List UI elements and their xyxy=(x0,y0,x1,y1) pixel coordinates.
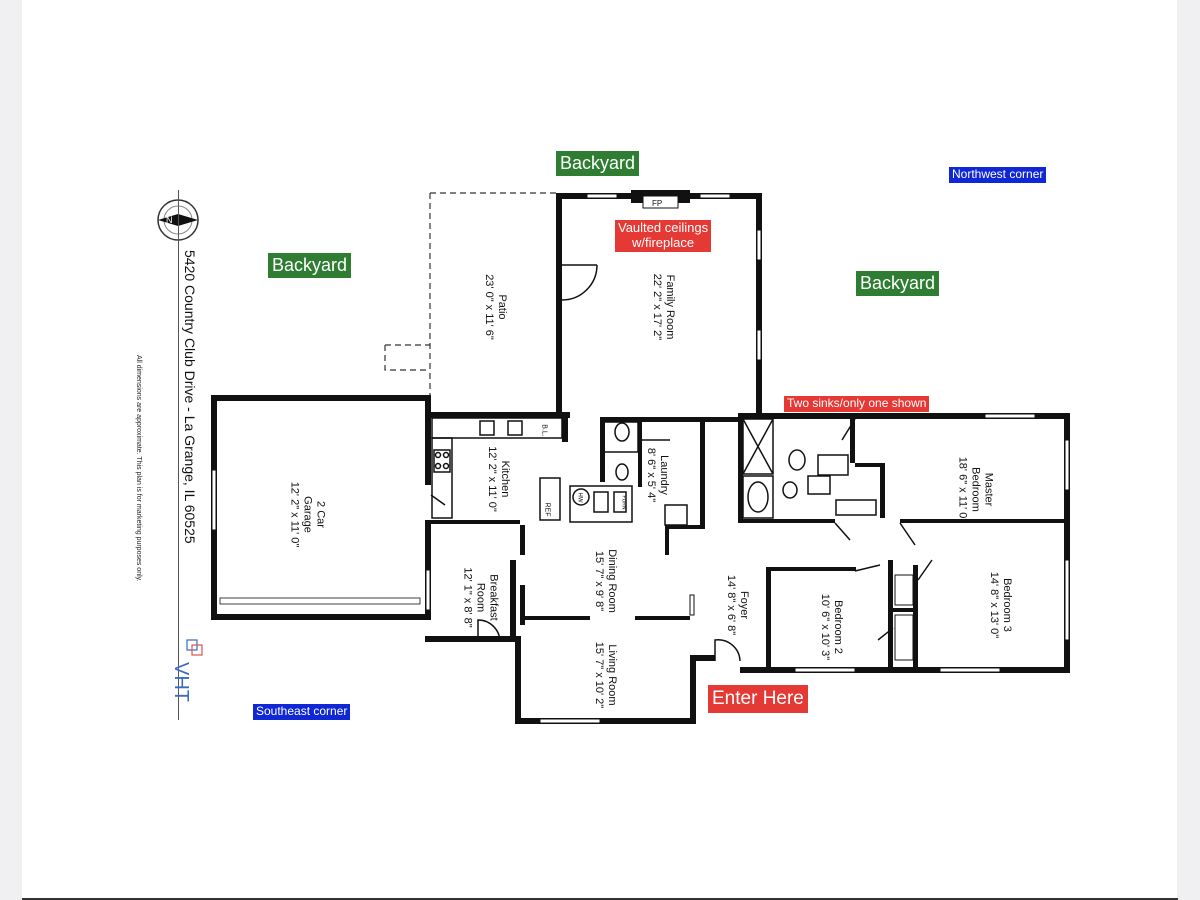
room-bedroom3: Bedroom 3 14' 8" x 13' 0" xyxy=(987,555,1013,655)
room-laundry: Laundry 8' 6" x 5' 4" xyxy=(644,440,670,510)
vht-logo-text: VHT xyxy=(170,662,192,702)
svg-text:N: N xyxy=(166,215,173,225)
family-room-walls xyxy=(556,190,762,418)
room-garage-name: 2 Car Garage xyxy=(301,496,327,533)
backyard-left-tag: Backyard xyxy=(268,253,352,278)
room-bedroom3-name: Bedroom 3 xyxy=(1001,578,1013,632)
room-kitchen-dims: 12' 2" x 11' 0" xyxy=(486,446,498,512)
vaulted-ceilings-tag: Vaulted ceilings w/fireplace xyxy=(615,220,712,252)
room-garage: 2 Car Garage 12' 2" x 11' 0" xyxy=(288,470,327,560)
vht-logo-icon xyxy=(186,639,203,656)
patio-outline xyxy=(384,192,560,395)
room-dining-dims: 15' 7" x 9' 8" xyxy=(593,550,605,612)
room-bedroom3-dims: 14' 8" x 13' 0" xyxy=(988,571,1000,639)
room-master-dims: 18' 6" x 11' 0" xyxy=(956,456,969,523)
room-kitchen: Kitchen 12' 2" x 11' 0" xyxy=(485,439,511,519)
backyard-right-tag: Backyard xyxy=(856,271,940,296)
bedroom-wing-walls xyxy=(738,413,1070,673)
margin-rule xyxy=(178,190,179,720)
room-family: Family Room 22' 2" x 17' 2" xyxy=(650,257,676,357)
room-foyer: Foyer 14' 8" x 6' 8" xyxy=(724,565,750,645)
vaulted-line-1: Vaulted ceilings xyxy=(618,220,709,235)
kitchen-walls xyxy=(425,412,570,524)
room-master-name: Master Bedroom xyxy=(969,467,995,512)
disclaimer-text: All dimensions are approximate. This pla… xyxy=(135,355,142,582)
room-bedroom2-name: Bedroom 2 xyxy=(832,600,844,654)
room-living-dims: 15' 7" x 10' 2" xyxy=(593,641,605,709)
refrigerator-label: REF xyxy=(543,502,551,517)
room-dining: Dining Room 15' 7" x 9' 8" xyxy=(592,536,618,626)
southeast-corner-tag: Southeast corner xyxy=(253,704,351,720)
laundry-walls xyxy=(569,417,740,555)
room-family-name: Family Room xyxy=(664,274,676,340)
room-garage-dims: 12' 2" x 11' 0" xyxy=(288,481,301,548)
room-patio-dims: 23' 0" x 11' 6" xyxy=(483,274,495,340)
room-breakfast-name: Breakfast Room xyxy=(474,574,500,621)
two-sinks-tag: Two sinks/only one shown xyxy=(784,396,930,412)
room-laundry-dims: 8' 6" x 5' 4" xyxy=(645,447,657,503)
room-patio: Patio 23' 0" x 11' 6" xyxy=(482,262,508,352)
room-bedroom2: Bedroom 2 10' 6" x 10' 3" xyxy=(818,582,844,672)
room-master: Master Bedroom 18' 6" x 11' 0" xyxy=(956,440,995,540)
northwest-corner-tag: Northwest corner xyxy=(949,167,1047,183)
room-living: Living Room 15' 7" x 10' 2" xyxy=(592,630,618,720)
room-dining-name: Dining Room xyxy=(606,549,618,613)
vaulted-line-2: w/fireplace xyxy=(631,234,695,250)
room-bedroom2-dims: 10' 6" x 10' 3" xyxy=(819,593,831,661)
room-kitchen-name: Kitchen xyxy=(499,460,511,498)
room-laundry-name: Laundry xyxy=(658,455,670,495)
room-family-dims: 22' 2" x 17' 2" xyxy=(651,273,663,341)
property-address: 5420 Country Club Drive - La Grange, IL … xyxy=(182,250,198,544)
room-breakfast-dims: 12' 1" x 8' 8" xyxy=(461,567,474,628)
room-breakfast: Breakfast Room 12' 1" x 8' 8" xyxy=(461,558,500,638)
furnace-label: FURN xyxy=(620,495,627,510)
fireplace-label: FP xyxy=(652,199,663,208)
room-foyer-name: Foyer xyxy=(738,590,750,620)
broom-closet-label: B.L. xyxy=(540,424,548,437)
enter-here-tag: Enter Here xyxy=(708,685,808,713)
water-heater-label: HW xyxy=(576,492,583,503)
room-foyer-dims: 14' 8" x 6' 8" xyxy=(725,574,737,636)
living-walls xyxy=(425,525,741,724)
room-patio-name: Patio xyxy=(496,294,508,320)
backyard-top-tag: Backyard xyxy=(556,151,640,176)
room-living-name: Living Room xyxy=(606,644,618,706)
bottom-border xyxy=(22,898,1178,900)
